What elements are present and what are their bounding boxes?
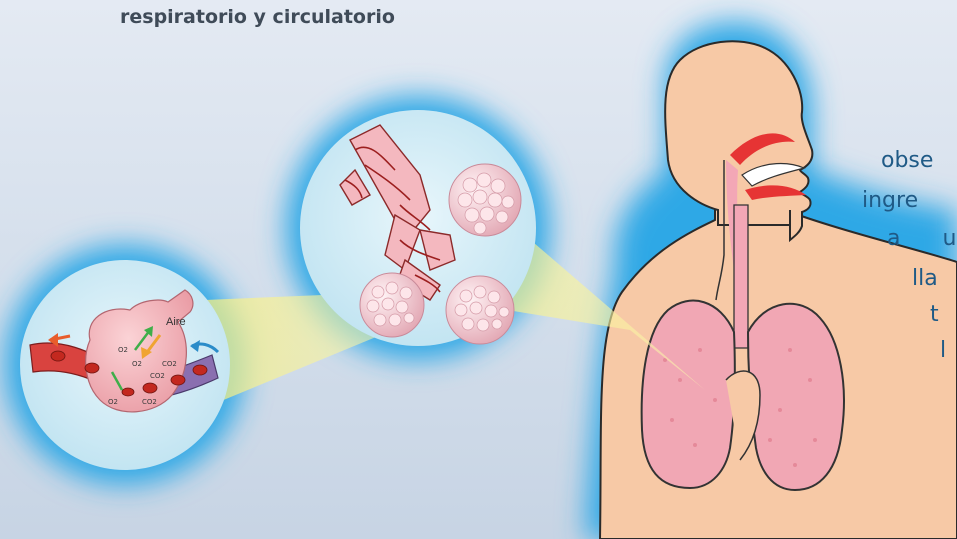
gas-label-co2: CO2 [142,398,157,406]
gas-label-co2: CO2 [162,360,177,368]
alveolar-cluster-upper [449,164,521,236]
page-title: respiratorio y circulatorio [120,6,395,28]
alveolar-cluster-right [446,276,514,344]
alveolus-zoom-circle [20,260,230,470]
text-fragment-6: l [940,338,946,363]
gas-label-o2: O2 [118,346,128,354]
gas-label-o2: O2 [108,398,118,406]
text-fragment-2: ingre [862,188,918,213]
text-fragment-1: obse [881,148,933,173]
text-fragment-3: a u [887,226,956,251]
bronchi-zoom-circle [300,110,536,346]
gas-label-o2: O2 [132,360,142,368]
text-fragment-4: lla [912,266,938,291]
gas-label-co2: CO2 [150,372,165,380]
alveolar-cluster-left [360,273,424,337]
human-body [600,41,957,539]
air-label: Aire [166,316,186,328]
text-fragment-5: t [930,302,939,327]
